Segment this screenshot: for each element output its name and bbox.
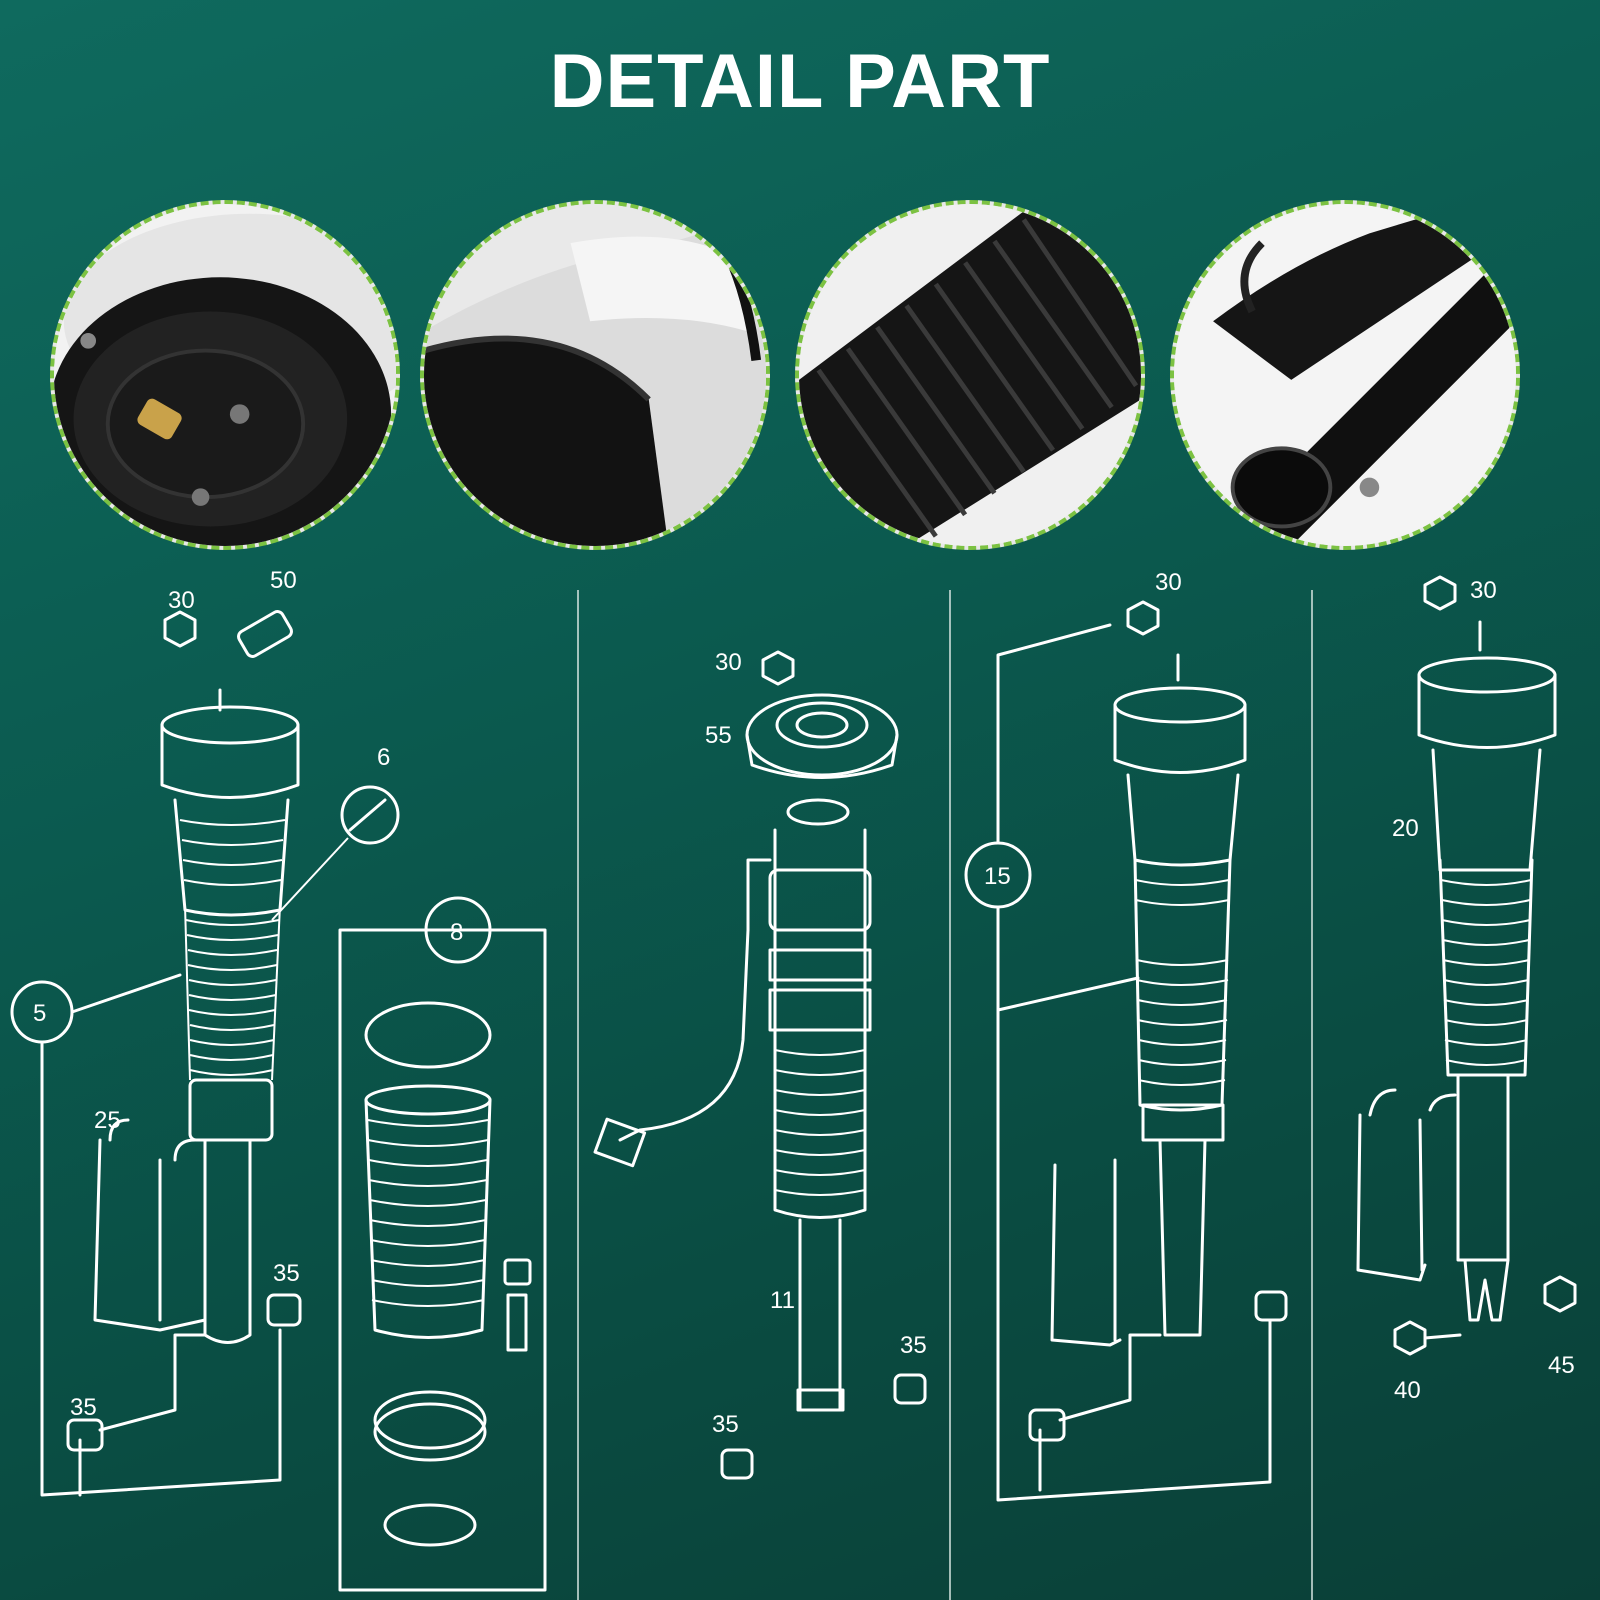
callout-15: 15 [984, 863, 1011, 890]
plug-part [1028, 1408, 1066, 1442]
callout-30: 30 [715, 649, 742, 676]
callout-30: 30 [1470, 577, 1497, 604]
callout-35: 35 [900, 1332, 927, 1359]
callout-8: 8 [450, 919, 463, 946]
rear-shock-absorber [593, 650, 927, 1480]
callout-5: 5 [33, 1000, 46, 1027]
nut-part [163, 610, 197, 648]
air-spring-top-mount-image [54, 204, 396, 546]
nut-part [1126, 600, 1160, 636]
rear-air-strut [964, 600, 1288, 1502]
plug-part [720, 1448, 754, 1480]
wrench-symbol [340, 785, 400, 845]
page-title: DETAIL PART [549, 39, 1051, 124]
nut-part [1423, 575, 1457, 611]
callout-30: 30 [1155, 569, 1182, 596]
callout-6: 6 [377, 744, 390, 771]
rubber-bellows-image [799, 204, 1141, 546]
photo-air-spring-top-mount [50, 200, 400, 550]
photo-rubber-bellows [795, 200, 1145, 550]
top-mount-part [745, 693, 899, 777]
plug-part [266, 1293, 302, 1327]
valve-part [237, 610, 293, 658]
nut-part [1543, 1275, 1577, 1313]
callout-11: 11 [770, 1287, 795, 1314]
callout-35: 35 [70, 1394, 97, 1421]
bolt-part [1393, 1320, 1427, 1356]
callout-55: 55 [705, 722, 732, 749]
photo-shock-absorber-body [1170, 200, 1520, 550]
nut-part [761, 650, 795, 686]
air-bag-sleeve-image [424, 204, 766, 546]
front-strut-assembly [1356, 575, 1577, 1356]
callout-20: 20 [1392, 815, 1419, 842]
callout-45: 45 [1548, 1352, 1575, 1379]
callout-30: 30 [168, 587, 195, 614]
plug-part [893, 1373, 927, 1405]
plug-part [66, 1418, 104, 1452]
callout-40: 40 [1394, 1377, 1421, 1404]
callout-35: 35 [712, 1411, 739, 1438]
callout-25: 25 [94, 1107, 121, 1134]
front-air-strut [10, 610, 400, 1497]
repair-kit-box [338, 896, 547, 1592]
shock-absorber-body-image [1174, 204, 1516, 546]
parts-diagram: 30 50 6 5 8 25 35 35 30 55 11 35 35 30 1… [10, 567, 1577, 1600]
callout-35: 35 [273, 1260, 300, 1287]
callout-50: 50 [270, 567, 297, 594]
photo-air-bag-sleeve [420, 200, 770, 550]
plug-part [1254, 1290, 1288, 1322]
